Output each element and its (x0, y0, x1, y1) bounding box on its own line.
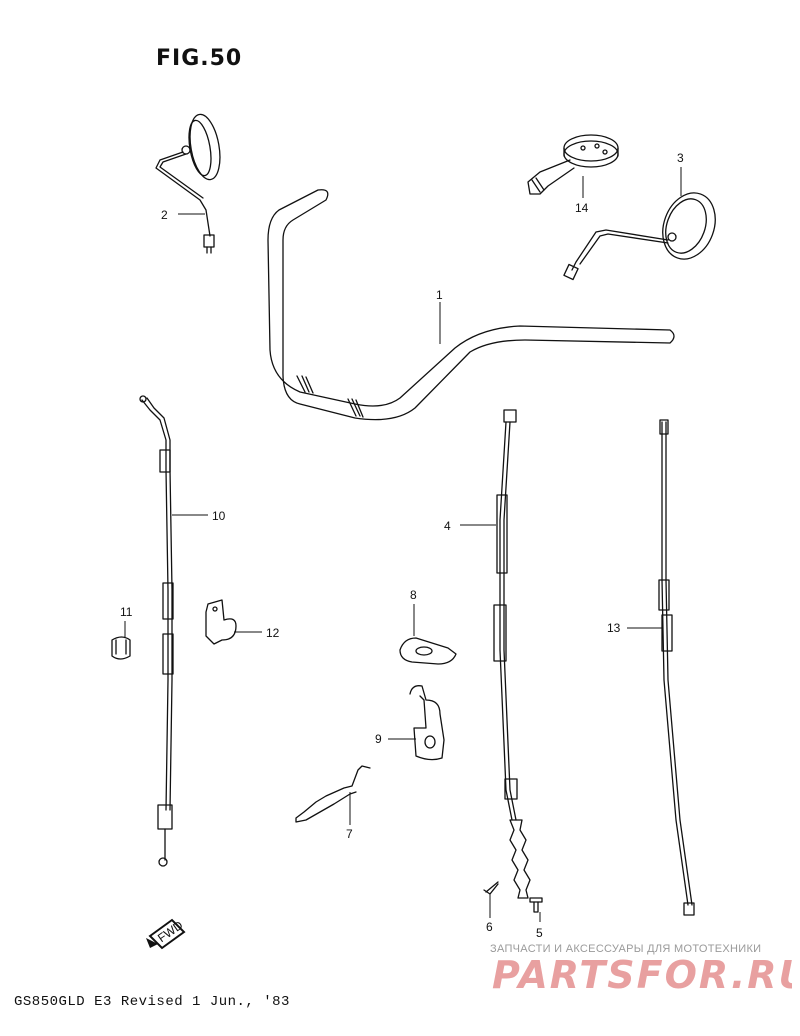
part-6-screw (483, 881, 499, 895)
part-3-right-mirror (563, 192, 716, 281)
part-8-plate (399, 637, 457, 665)
part-4-cable (493, 409, 531, 899)
part-13-cable (658, 419, 695, 916)
callout-7: 7 (346, 827, 353, 841)
callout-6: 6 (486, 920, 493, 934)
callout-3: 3 (677, 151, 684, 165)
part-12-clamp (205, 599, 237, 645)
callout-11: 11 (120, 605, 133, 619)
callout-1: 1 (436, 288, 443, 302)
callout-8: 8 (410, 588, 417, 602)
part-11-clip (111, 636, 131, 660)
callout-10: 10 (212, 509, 226, 523)
part-9-bracket (409, 685, 445, 761)
footer-revision: GS850GLD E3 Revised 1 Jun., '83 (14, 994, 290, 1010)
callout-14: 14 (575, 201, 589, 215)
callout-4: 4 (444, 519, 451, 533)
watermark-subtitle: ЗАПЧАСТИ И АКСЕССУАРЫ ДЛЯ МОТОТЕХНИКИ (490, 943, 762, 955)
callout-9: 9 (375, 732, 382, 746)
callout-13: 13 (607, 621, 621, 635)
callout-2: 2 (161, 208, 168, 222)
callout-5: 5 (536, 926, 543, 940)
fwd-arrow: FWD (146, 918, 186, 950)
part-5-bolt (529, 897, 543, 913)
part-1-handlebar (267, 189, 675, 421)
figure-title: FIG.50 (156, 46, 243, 71)
watermark-logo-text: PARTSFOR.RU (492, 953, 792, 996)
part-7-spring (295, 765, 371, 823)
callout-12: 12 (266, 626, 280, 640)
watermark-logo: PARTSFOR.RU (492, 953, 792, 996)
part-14-fitting (527, 134, 619, 195)
part-10-cable (139, 395, 174, 867)
part-2-left-mirror (155, 113, 221, 254)
